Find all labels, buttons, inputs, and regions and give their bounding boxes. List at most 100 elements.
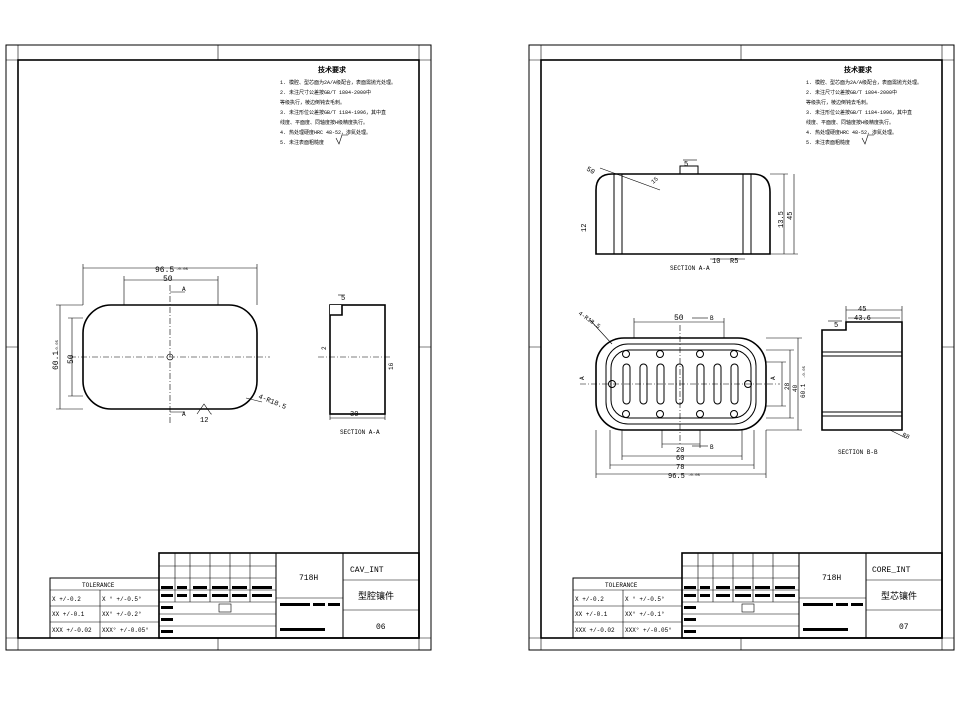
dim-sb-r8: R8 <box>901 431 911 441</box>
dim-line <box>766 361 786 407</box>
notes-title: 技术要求 <box>318 65 347 75</box>
dim-plan-h3-tol: -0.05 <box>803 365 807 378</box>
notes-title: 技术要求 <box>844 65 873 75</box>
title-block: 718H CORE_INT 型芯镶件 07 <box>681 552 943 639</box>
title-number: 07 <box>899 623 909 632</box>
dim-section-top: 5 <box>341 295 345 303</box>
slot <box>639 363 648 405</box>
dim-height-line <box>56 304 83 410</box>
core-pins <box>608 350 752 418</box>
dim-section-12: 12 <box>581 224 589 232</box>
dim-plan-radius: 4-R18.5 <box>577 310 602 330</box>
note-line: 1. 模腔、型芯面为2A/A级配合，表面需抛光处理。 <box>280 79 396 86</box>
core-section-b-view: 5 45 43.6 R8 SECTION B-B <box>821 306 911 456</box>
tolerance-header: TOLERANCE <box>82 582 115 589</box>
dim-plan-width-tol: -0.05 <box>688 474 701 478</box>
section-caption: SECTION A-A <box>340 429 380 436</box>
leader-line <box>589 319 613 345</box>
roughness-symbol <box>861 134 874 145</box>
frame-corner-marks <box>6 45 431 650</box>
outer-frame <box>528 44 955 651</box>
section-letter: A <box>770 376 777 380</box>
title-cells <box>276 579 419 611</box>
tolerance-cell: X +/-0.2 <box>575 596 604 603</box>
dim-plan-50: 50 <box>674 314 684 323</box>
dim-height-lines <box>770 173 798 255</box>
note-line: 3. 未注形位公差按GB/T 1184-1996，其中直 <box>280 109 386 116</box>
dim-sb-5: 5 <box>834 322 838 330</box>
note-line: 线度、平面度、同轴度按H级精度执行。 <box>280 119 368 126</box>
roughness-symbol <box>335 134 348 145</box>
note-line: 等级执行，棱边倒钝去毛刺。 <box>806 99 871 106</box>
tolerance-grid <box>50 589 159 638</box>
slot <box>675 363 684 405</box>
dim-height-tol: -0.05 <box>56 339 60 352</box>
dim-corner-radius: 4-R18.5 <box>257 393 287 411</box>
section-b-caption: SECTION B-B <box>838 449 878 456</box>
leader-line <box>245 397 263 403</box>
dim-section-height: 16 <box>388 362 395 370</box>
note-line: 3. 未注形位公差按GB/T 1184-1996，其中直 <box>806 109 912 116</box>
title-filled-cells <box>684 586 863 633</box>
section-letter: A <box>182 286 186 293</box>
dim-section-r5: R5 <box>730 258 738 266</box>
tolerance-grid <box>573 589 682 638</box>
tolerance-cell: X ° +/-0.5° <box>102 596 142 603</box>
dim-plan-width: 96.5 <box>668 473 685 481</box>
title-name: 型腔镶件 <box>358 590 394 602</box>
dim-plan-20: 20 <box>676 447 684 455</box>
sheet-core-insert: 技术要求 1. 模腔、型芯面为2A/A级配合，表面需抛光处理。 2. 未注尺寸公… <box>528 44 955 651</box>
tolerance-frame <box>49 577 160 639</box>
tolerance-header: TOLERANCE <box>605 582 638 589</box>
cavity-plan-view: A A 96.5 -0.05 50 60.1 -0.05 50 4-R18.5 … <box>52 264 287 425</box>
tolerance-cell: X +/-0.2 <box>52 596 81 603</box>
title-grid-cols <box>174 553 251 602</box>
tolerance-frame <box>572 577 683 639</box>
slot <box>713 363 722 405</box>
dim-plan-h1: 28 <box>784 382 791 390</box>
section-hatch <box>329 304 386 415</box>
dim-inner-height-line <box>68 317 83 397</box>
title-filled-cells <box>161 586 340 633</box>
section-a-boss <box>679 165 699 175</box>
title-material: 718H <box>822 574 841 583</box>
section-letter: A <box>182 411 186 418</box>
dim-section-15: 15 <box>650 175 660 185</box>
inner-frame <box>17 59 420 639</box>
title-number: 06 <box>376 623 386 632</box>
dim-width-line <box>82 264 258 305</box>
section-notch <box>330 305 342 315</box>
dim-depth-line <box>329 412 386 420</box>
note-line: 2. 未注尺寸公差按GB/T 1804-2000中 <box>280 89 371 96</box>
note-line: 5. 未注表面粗糙度 <box>280 139 324 146</box>
technical-notes: 技术要求 1. 模腔、型芯面为2A/A级配合，表面需抛光处理。 2. 未注尺寸公… <box>806 65 922 146</box>
dim-chamfer-50: 50 <box>585 166 596 177</box>
note-line: 4. 热处理硬度HRC 48-52，渗氮处理。 <box>280 129 371 136</box>
tolerance-cell: XXX +/-0.02 <box>52 627 92 634</box>
dim-inner-width-line <box>123 276 219 305</box>
section-step <box>330 305 343 316</box>
dim-width: 96.5 <box>155 266 174 275</box>
dim-inner-width: 50 <box>163 275 173 284</box>
section-b-body <box>821 321 903 431</box>
frame-corner-marks <box>529 45 954 650</box>
tolerance-cell: XXX° +/-0.05° <box>102 627 149 634</box>
dim-line <box>609 430 755 469</box>
dim-plan-78: 78 <box>676 464 684 472</box>
outer-frame <box>5 44 432 651</box>
center-mark <box>166 353 174 361</box>
note-line: 4. 热处理硬度HRC 48-52，渗氮处理。 <box>806 129 897 136</box>
note-line: 1. 模腔、型芯面为2A/A级配合，表面需抛光处理。 <box>806 79 922 86</box>
dim-line <box>633 318 725 338</box>
section-letter: A <box>579 376 586 380</box>
dim-section-h2: 45 <box>787 212 795 220</box>
title-code: CORE_INT <box>872 566 911 575</box>
dim-line <box>766 349 794 419</box>
dim-inner-height: 50 <box>67 354 76 364</box>
sheet-cavity-insert: 技术要求 1. 模腔、型芯面为2A/A级配合，表面需抛光处理。 2. 未注尺寸公… <box>5 44 432 651</box>
tolerance-table: TOLERANCE X +/-0.2 X ° +/-0.5° XX +/-0.1… <box>49 577 160 639</box>
tolerance-cell: XX +/-0.1 <box>52 611 85 618</box>
title-name: 型芯镶件 <box>881 590 917 602</box>
dim-plan-h2: 40 <box>792 384 799 392</box>
